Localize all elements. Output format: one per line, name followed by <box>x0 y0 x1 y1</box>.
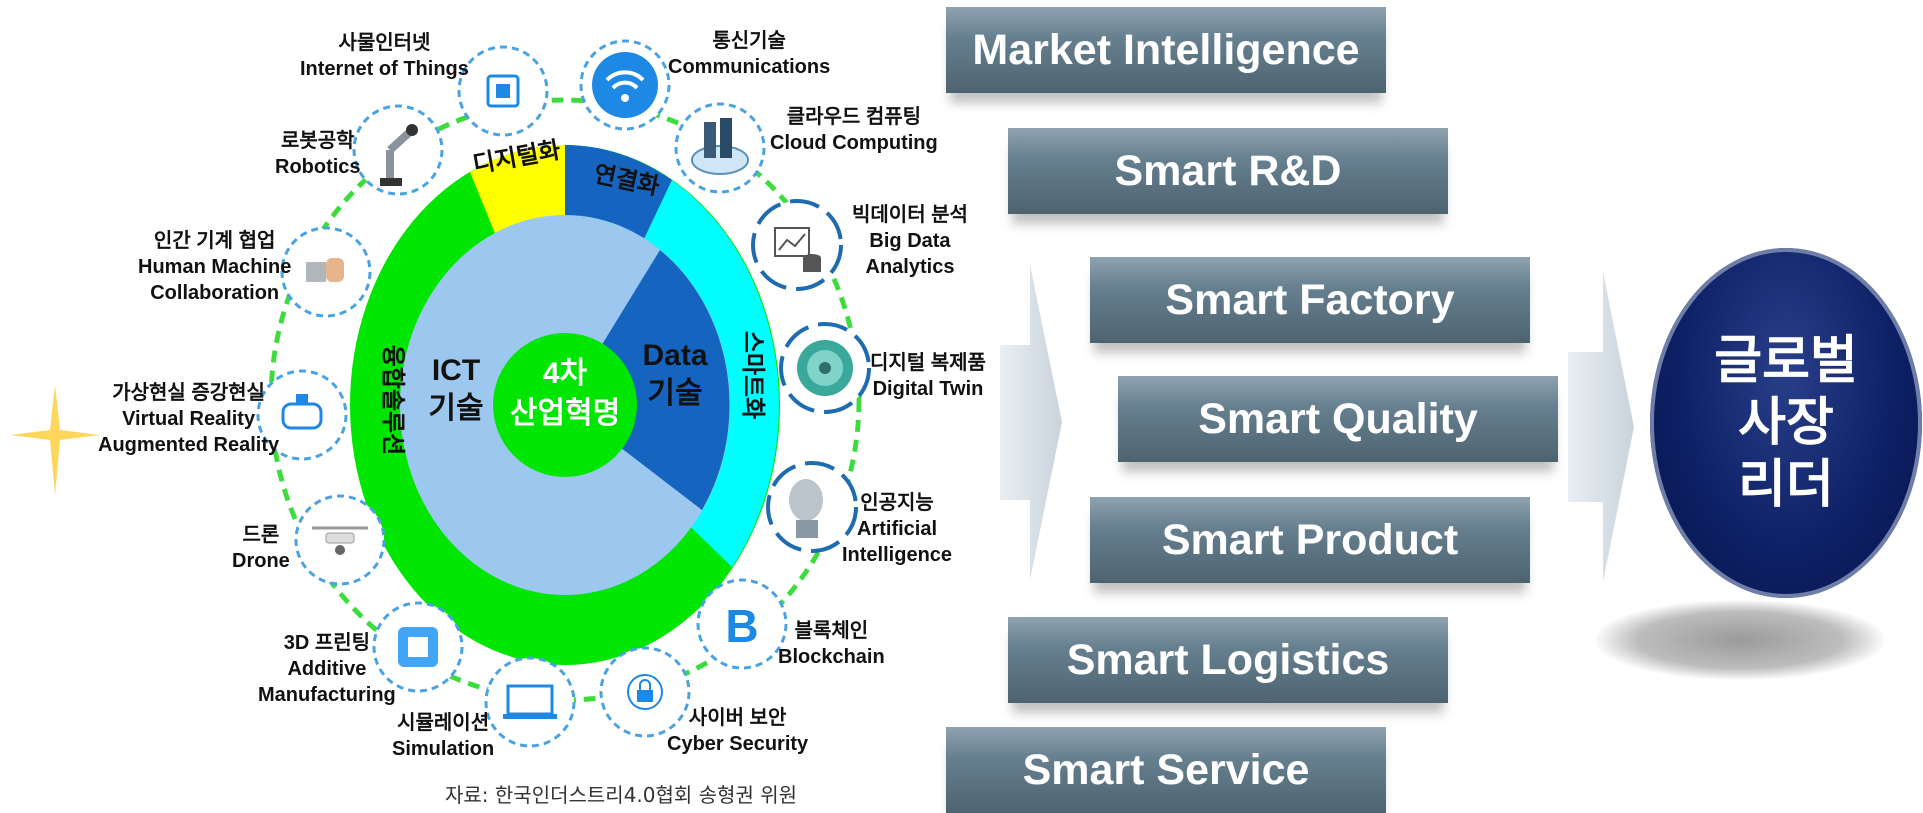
label-big-data: 빅데이터 분석 Big Data Analytics <box>852 204 968 278</box>
global-leader-goal: 글로벌 사장 리더 <box>1650 248 1922 598</box>
ict-label-line2: 기술 <box>428 392 483 425</box>
goal-line1: 글로벌 <box>1714 332 1858 390</box>
bar-smart-quality: Smart Quality <box>1118 376 1558 462</box>
data-label-line2: 기술 <box>647 377 702 410</box>
laptop-simulation-icon <box>484 656 576 748</box>
label-simulation: 시뮬레이션 Simulation <box>392 712 495 760</box>
data-technology-segment <box>565 250 730 510</box>
svg-text:B: B <box>725 600 758 652</box>
big-data-icon <box>751 199 843 291</box>
goal-shadow <box>1595 600 1885 680</box>
convergence-label: 융합솔루션 <box>379 345 406 455</box>
goal-line2: 사장 <box>1738 394 1834 452</box>
center-label-line1: 4차 <box>543 357 588 390</box>
robot-hand-icon <box>280 226 372 318</box>
arrow-right <box>1568 272 1634 582</box>
turbine-icon <box>779 322 871 414</box>
arrow-left <box>1000 265 1062 580</box>
label-vr-ar: 가상현실 증강현실 Virtual Reality Augmented Real… <box>98 382 280 456</box>
blockchain-icon: B <box>696 578 788 670</box>
center-label-line2: 산업혁명 <box>510 397 620 430</box>
vr-headset-icon <box>256 369 348 461</box>
iot-chip-icon <box>457 45 549 137</box>
bar-smart-factory: Smart Factory <box>1090 257 1530 343</box>
bar-market-intelligence: Market Intelligence <box>946 7 1386 93</box>
sparkle-icon <box>10 385 100 495</box>
label-drone: 드론 Drone <box>232 524 290 572</box>
bar-smart-rnd: Smart R&D <box>1008 128 1448 214</box>
cloud-server-icon <box>674 102 766 194</box>
ict-label-line1: ICT <box>432 354 480 387</box>
bar-smart-logistics: Smart Logistics <box>1008 617 1448 703</box>
wifi-icon <box>579 39 671 131</box>
robot-arm-icon <box>352 104 444 196</box>
label-digital-twin: 디지털 복제품 Digital Twin <box>870 352 986 400</box>
label-iot: 사물인터넷 Internet of Things <box>300 32 469 80</box>
label-human-machine: 인간 기계 협업 Human Machine Collaboration <box>138 230 292 304</box>
label-3d-printing: 3D 프린팅 Additive Manufacturing <box>258 632 396 706</box>
bar-smart-product: Smart Product <box>1090 497 1530 583</box>
label-communications: 통신기술 Communications <box>668 30 831 78</box>
label-ai: 인공지능 Artificial Intelligence <box>842 492 953 566</box>
label-cloud-computing: 클라우드 컴퓨팅 Cloud Computing <box>770 106 938 154</box>
source-caption: 자료: 한국인더스트리4.0협회 송형권 위원 <box>445 783 798 807</box>
bar-smart-service: Smart Service <box>946 727 1386 813</box>
smartization-label: 스마트화 <box>739 331 766 419</box>
label-blockchain: 블록체인 Blockchain <box>778 620 885 668</box>
ai-robot-icon <box>766 461 858 553</box>
lock-icon <box>599 646 691 738</box>
3d-printer-icon <box>372 601 464 693</box>
data-label-line1: Data <box>642 339 707 372</box>
drone-icon <box>294 494 386 586</box>
goal-line3: 리더 <box>1738 456 1834 514</box>
label-robotics: 로봇공학 Robotics <box>275 130 361 178</box>
center-circle <box>493 333 637 477</box>
label-cyber-security: 사이버 보안 Cyber Security <box>667 707 809 755</box>
